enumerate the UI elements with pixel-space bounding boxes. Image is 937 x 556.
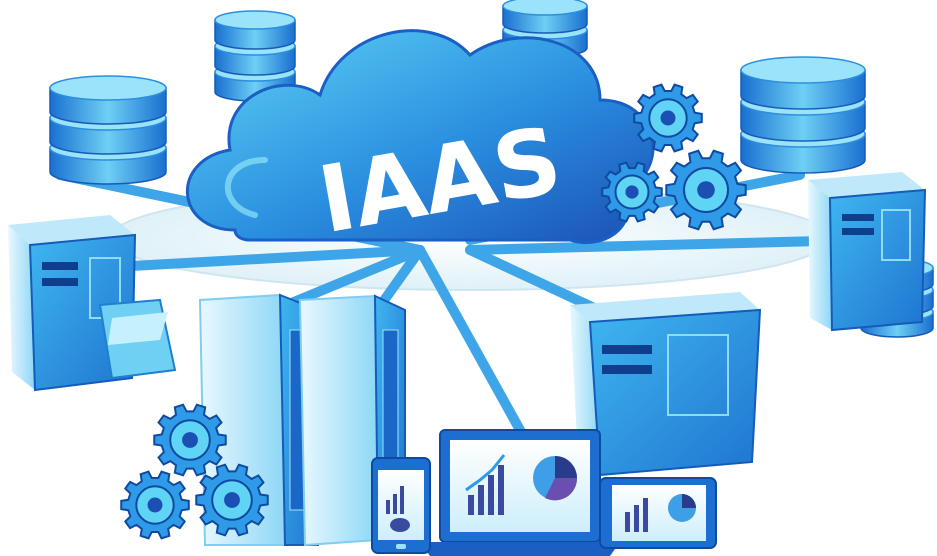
laptop-icon: [420, 429, 620, 556]
cloud-icon: IAAS: [186, 29, 655, 254]
database-icon: [740, 56, 866, 174]
tablet-icon: [599, 477, 717, 549]
gear-icon: [665, 149, 747, 231]
pie-chart-icon: [533, 456, 578, 501]
server-icon: [808, 172, 927, 332]
database-icon: [502, 0, 588, 58]
gear-icon: [633, 83, 703, 153]
gear-icon: [153, 403, 227, 477]
gear-cluster: [120, 83, 747, 540]
phone-icon: [371, 457, 431, 554]
database-icon: [49, 75, 167, 185]
folder-icon: [98, 298, 177, 380]
gear-icon: [601, 161, 663, 223]
database-icon: [214, 10, 296, 102]
gear-icon: [195, 463, 269, 537]
bar-chart-icon: [465, 454, 506, 515]
gear-icon: [120, 470, 190, 540]
